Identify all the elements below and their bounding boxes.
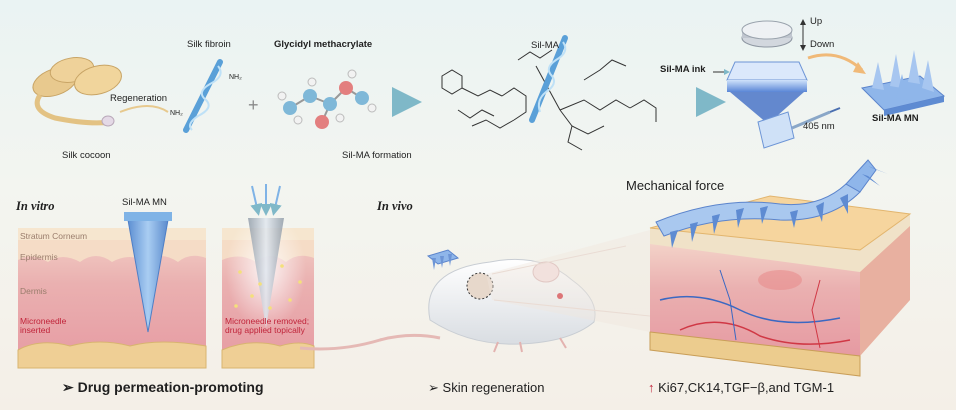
epidermis-label: Epidermis — [20, 252, 58, 262]
mouse-illustration — [299, 245, 651, 353]
silma-mn-label: Sil-MA MN — [872, 113, 919, 124]
silma-fibroin-chain — [529, 35, 568, 123]
skin-panel-removed — [221, 184, 315, 369]
drug-permeation-caption: ➢ Drug permeation-promoting — [62, 379, 264, 396]
markers-text: Ki67,CK14,TGF−β,and TGM-1 — [658, 380, 835, 395]
silma-formation-label: Sil-MA formation — [342, 150, 412, 161]
mn-patch-on-skin — [655, 159, 888, 248]
removed-label: Microneedle removed; drug applied topica… — [225, 316, 310, 335]
plus-sign: + — [248, 95, 259, 115]
silk-fibroin-helix-icon — [183, 59, 223, 133]
in-vivo-heading: In vivo — [377, 199, 413, 213]
silma-label: Sil-MA — [531, 40, 559, 51]
skin-regeneration-text: Skin regeneration — [442, 380, 545, 395]
in-vitro-mn-label: Sil-MA MN — [122, 197, 167, 208]
regeneration-arrow — [119, 105, 169, 113]
regeneration-label: Regeneration — [110, 93, 168, 104]
inserted-label: Microneedle inserted — [20, 316, 67, 335]
silk-fibroin-label: Silk fibroin — [187, 39, 231, 50]
uv-lamp-icon — [741, 20, 793, 48]
curing-arrow — [807, 53, 864, 72]
up-arrow-icon: ↑ — [648, 380, 655, 395]
gma-molecule-icon — [277, 69, 377, 129]
silma-ink-label: Sil-MA ink — [660, 64, 706, 75]
gma-label: Glycidyl methacrylate — [274, 39, 373, 50]
zoom-beam — [486, 230, 650, 332]
silma-mn-patch-icon — [860, 50, 946, 116]
dermis-label: Dermis — [20, 286, 47, 296]
down-label: Down — [810, 39, 835, 50]
caption-arrow-icon-2: ➢ — [428, 380, 439, 395]
wavelength-label: 405 nm — [803, 121, 835, 132]
up-down-arrow-icon — [800, 19, 806, 51]
skin-panel-inserted — [17, 212, 207, 369]
silma-structure — [441, 49, 657, 151]
in-vitro-heading: In vitro — [16, 199, 55, 213]
skin-block-3d — [649, 195, 912, 377]
stratum-corneum-label: Stratum Corneum — [20, 231, 88, 241]
ink-mold-icon — [726, 61, 808, 124]
nh2-bottom-label: NH₂ — [170, 110, 183, 117]
small-mn-patch-icon — [426, 249, 460, 270]
silk-cocoon-label: Silk cocoon — [62, 150, 111, 161]
up-label: Up — [810, 16, 823, 27]
skin-regeneration-caption: ➢ Skin regeneration — [428, 380, 544, 396]
silk-cocoon-icon — [32, 57, 122, 127]
mechanical-force-label: Mechanical force — [626, 178, 725, 193]
light-panel-icon — [757, 107, 841, 149]
caption-arrow-icon: ➢ — [62, 379, 74, 395]
drug-permeation-text: Drug permeation-promoting — [77, 379, 264, 395]
nh2-top-label: NH₂ — [229, 74, 242, 81]
markers-caption: ↑ Ki67,CK14,TGF−β,and TGM-1 — [648, 380, 834, 395]
